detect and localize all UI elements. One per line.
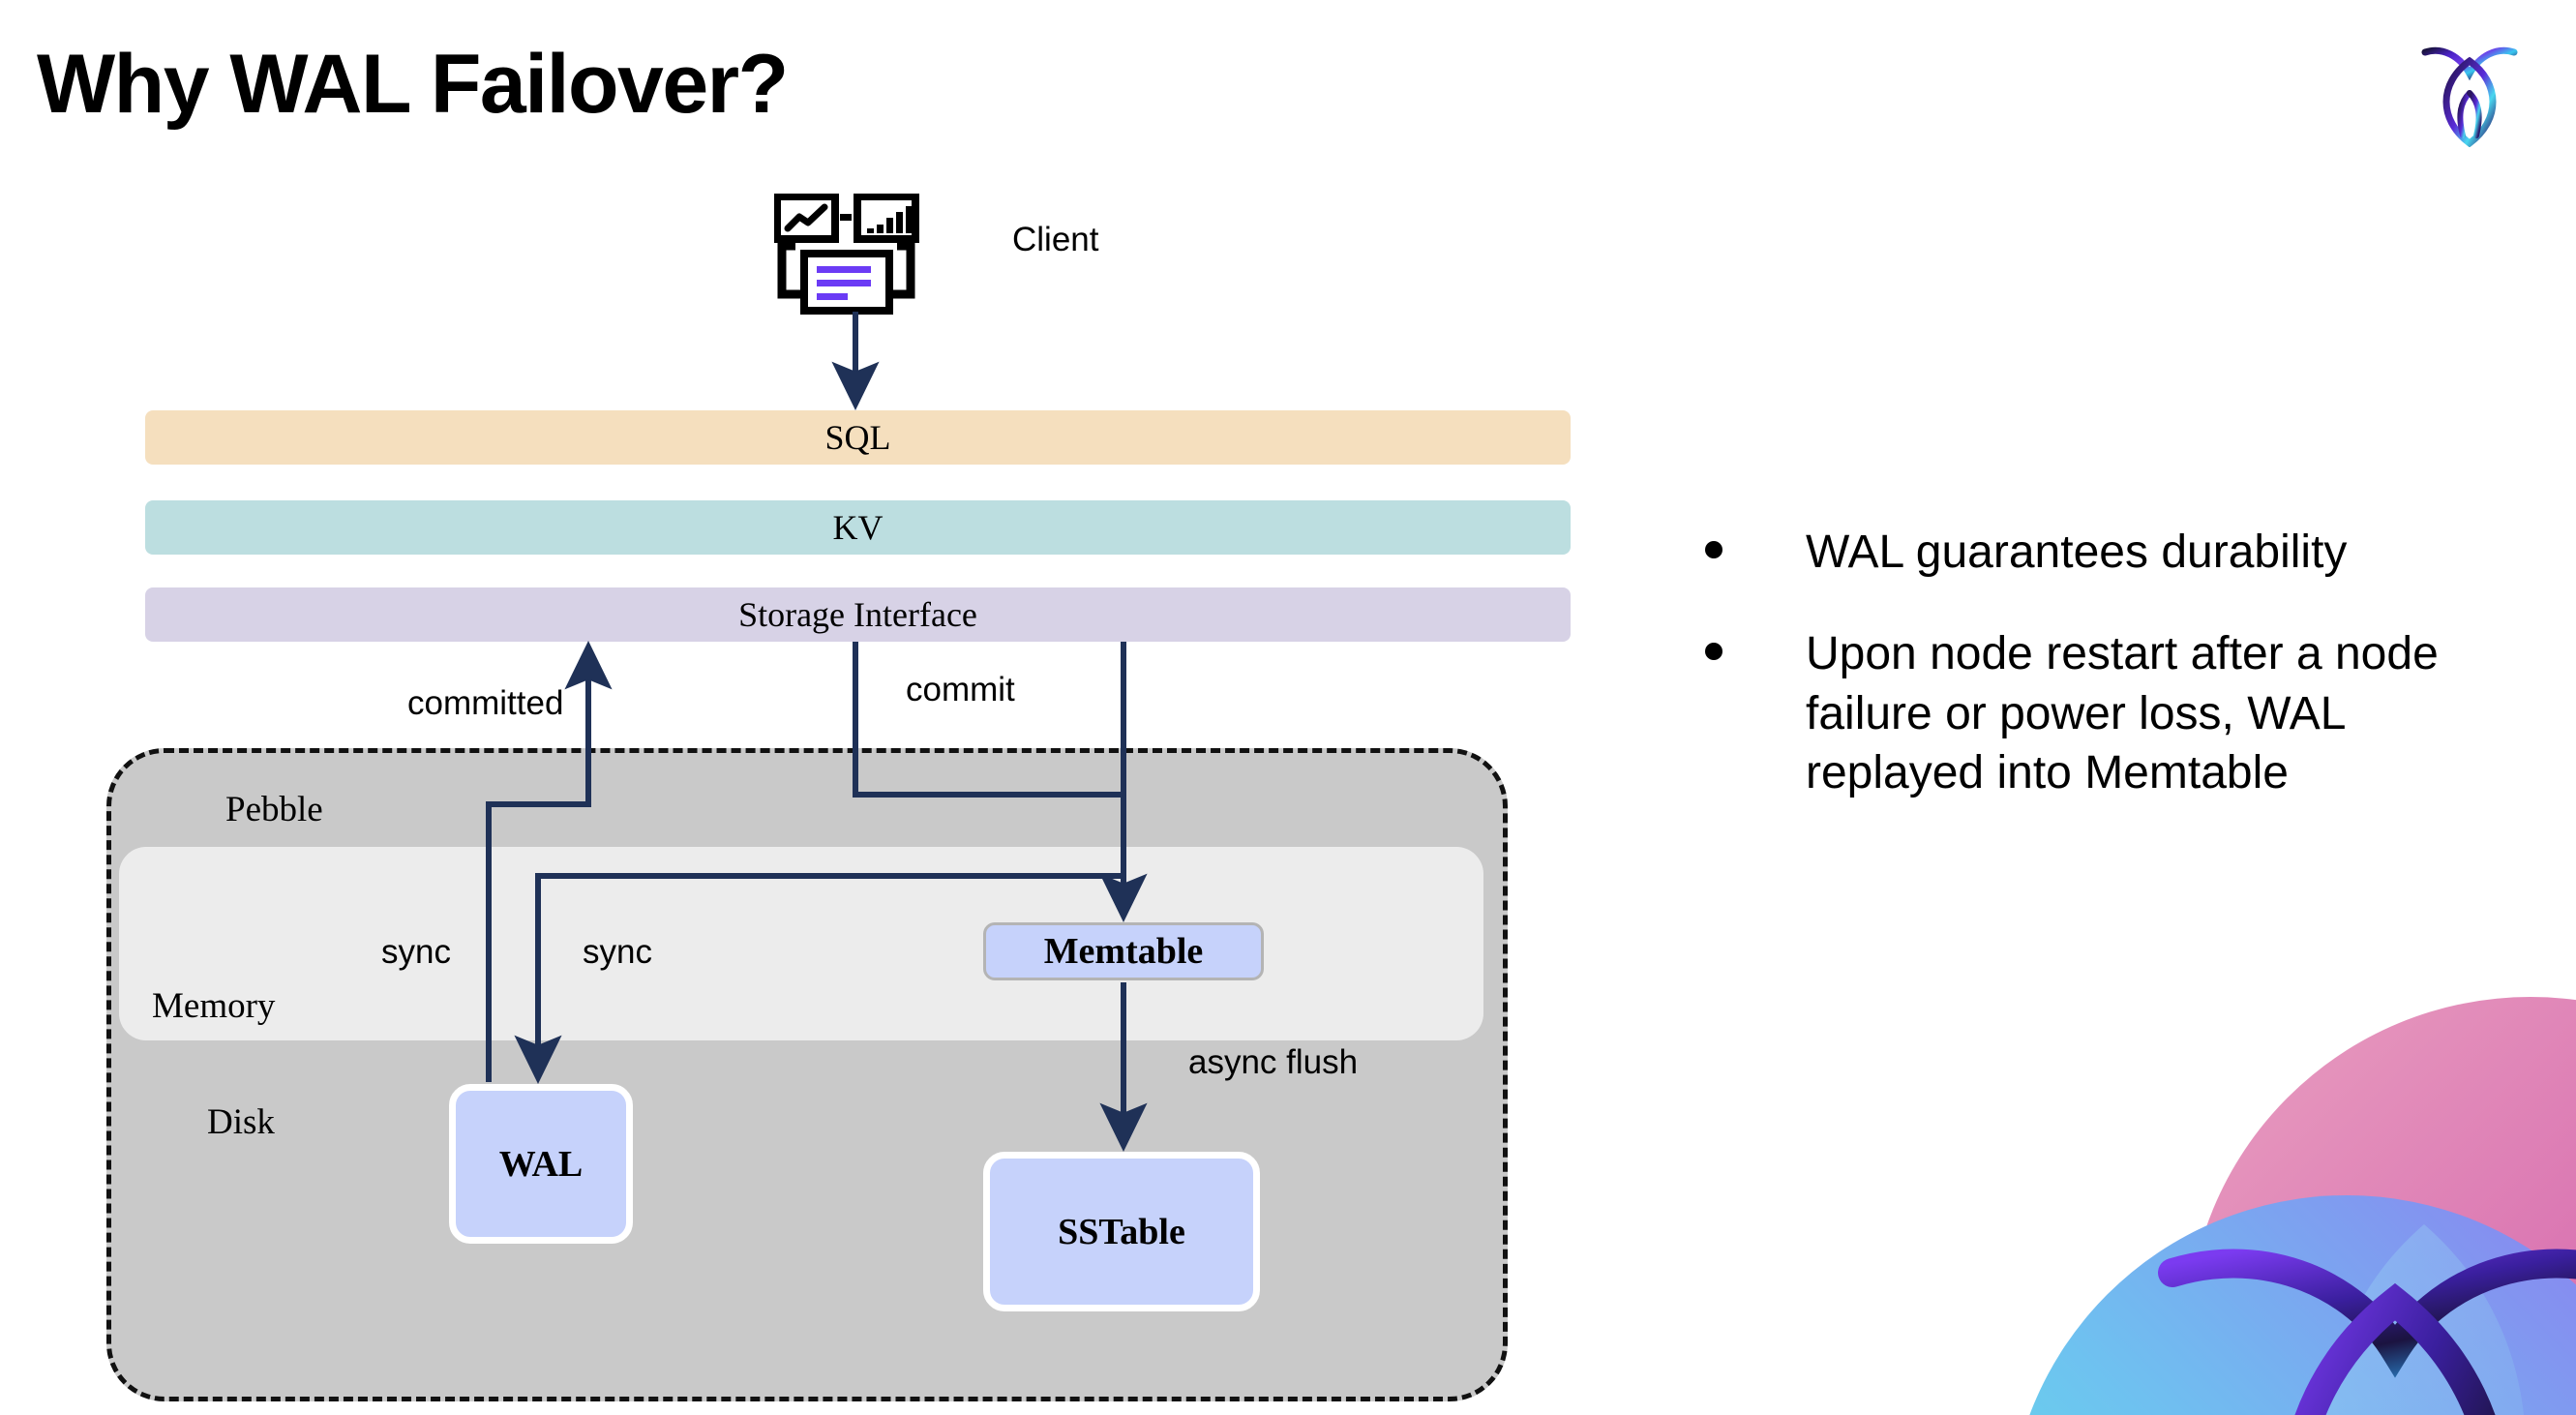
layer-bar-storage: Storage Interface: [145, 587, 1571, 642]
list-item: WAL guarantees durability: [1705, 523, 2518, 582]
node-wal: WAL: [449, 1084, 633, 1244]
memory-label: Memory: [152, 986, 276, 1026]
list-item: Upon node restart after a node failure o…: [1705, 624, 2518, 802]
edge-label-committed: committed: [407, 684, 564, 722]
cockroachdb-logo: [2417, 35, 2522, 148]
pebble-label: Pebble: [225, 790, 323, 829]
node-label-memtable: Memtable: [1043, 931, 1204, 972]
edge-label-async-flush: async flush: [1188, 1043, 1359, 1081]
edge-label-sync-left: sync: [381, 933, 451, 971]
memory-band: [119, 847, 1483, 1040]
bullet-text: Upon node restart after a node failure o…: [1806, 628, 2439, 799]
node-sstable: SSTable: [983, 1152, 1260, 1311]
node-label-sstable: SSTable: [1058, 1211, 1185, 1252]
client-label: Client: [1012, 221, 1099, 258]
disk-label: Disk: [207, 1102, 275, 1142]
edge-label-commit: commit: [906, 671, 1015, 708]
client-dashboard-icon: [773, 193, 924, 315]
bullet-list: WAL guarantees durability Upon node rest…: [1705, 523, 2518, 846]
layer-label-storage: Storage Interface: [738, 595, 977, 634]
node-memtable: Memtable: [983, 922, 1264, 980]
node-label-wal: WAL: [498, 1143, 584, 1185]
page-title: Why WAL Failover?: [37, 38, 789, 131]
layer-label-sql: SQL: [824, 418, 891, 457]
bullet-text: WAL guarantees durability: [1806, 527, 2348, 578]
layer-bar-kv: KV: [145, 500, 1571, 555]
bullet-dot-icon: [1705, 541, 1722, 558]
layer-bar-sql: SQL: [145, 410, 1571, 465]
bullet-dot-icon: [1705, 643, 1722, 661]
cockroachdb-watermark: [1969, 953, 2576, 1415]
layer-label-kv: KV: [832, 508, 884, 547]
edge-label-sync-right: sync: [583, 933, 652, 971]
